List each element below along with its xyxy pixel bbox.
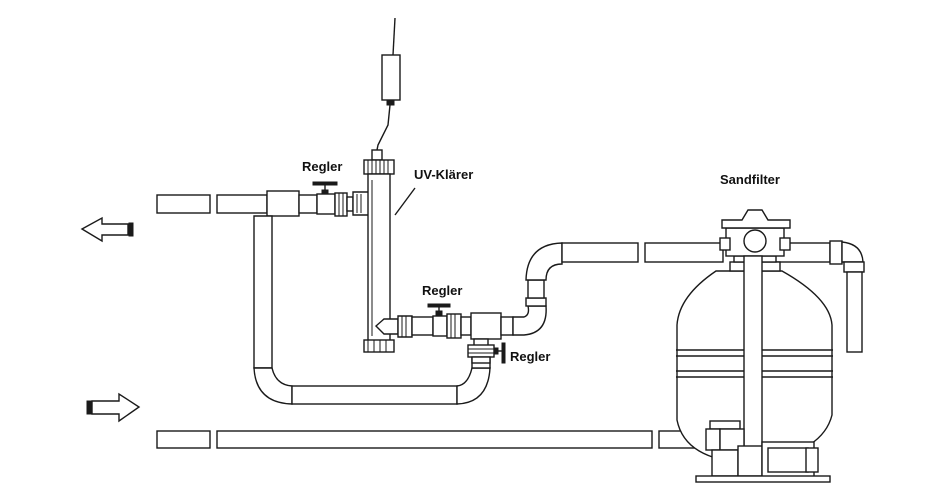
regler-valve-mid xyxy=(397,303,514,340)
sandfilter-tank xyxy=(676,209,833,483)
uv-klaerer-label: UV-Klärer xyxy=(414,167,474,182)
inflow-arrow-icon xyxy=(86,392,141,423)
return-pipe-top xyxy=(156,190,318,217)
regler-label-mid: Regler xyxy=(422,283,463,298)
sandfilter-label: Sandfilter xyxy=(720,172,780,187)
bypass-pipe xyxy=(253,215,491,405)
regler-label-bottom: Regler xyxy=(510,349,551,364)
regler-label-top: Regler xyxy=(302,159,343,174)
outflow-arrow-icon xyxy=(80,216,134,243)
inflow-pipe-bottom xyxy=(156,430,705,449)
supply-pipe xyxy=(512,240,865,353)
regler-valve-top xyxy=(312,181,377,217)
regler-valve-bottom xyxy=(467,338,506,364)
uv-klaerer-leader xyxy=(394,187,416,216)
uv-klaerer-unit xyxy=(363,17,401,353)
